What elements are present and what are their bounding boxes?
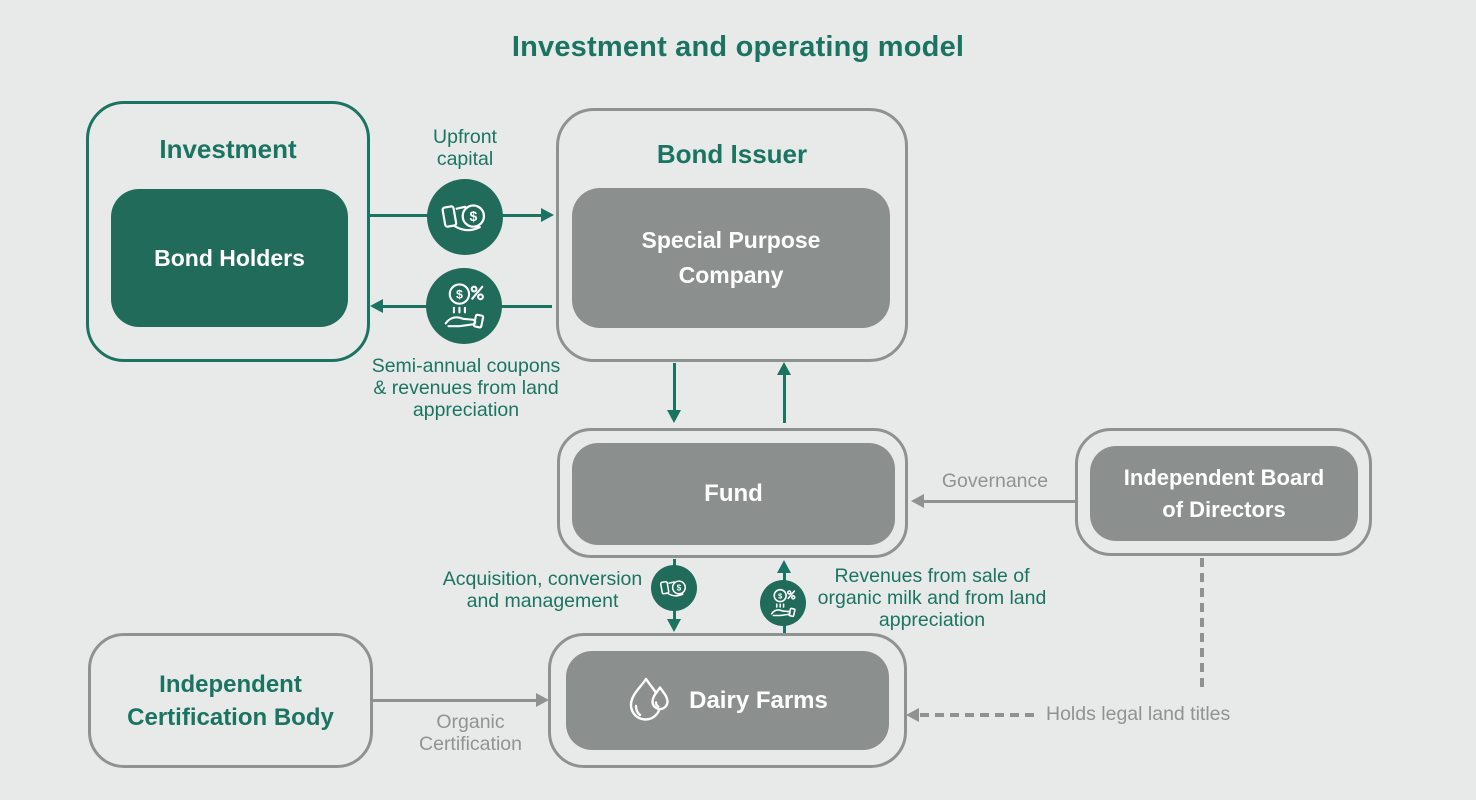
special-purpose-company-node: Special Purpose Company: [572, 188, 890, 328]
board-node: Independent Board of Directors: [1090, 446, 1358, 541]
upfront-capital-arrowhead: [541, 208, 554, 222]
organic-certification-arrow-line: [373, 699, 536, 702]
certification-body-box: Independent Certification Body: [88, 633, 373, 768]
investment-group-box: Investment Bond Holders: [86, 101, 370, 362]
certification-body-label: Independent Certification Body: [127, 670, 334, 731]
governance-label: Governance: [941, 470, 1049, 492]
board-label: Independent Board of Directors: [1123, 464, 1325, 522]
dairy-farms-node: Dairy Farms: [566, 651, 889, 750]
milk-drop-icon: [627, 676, 673, 726]
semi-annual-label: Semi-annual coupons & revenues from land…: [371, 355, 561, 421]
hand-giving-money-icon: $: [427, 179, 503, 255]
svg-text:$: $: [778, 591, 783, 600]
organic-certification-label: Organic Certification: [419, 711, 522, 755]
land-titles-arrowhead: [906, 708, 919, 722]
bond-issuer-group-title: Bond Issuer: [656, 139, 808, 169]
spc-to-fund-arrowhead: [667, 410, 681, 423]
bond-holders-node: Bond Holders: [111, 189, 348, 327]
revenues-label: Revenues from sale of organic milk and f…: [817, 565, 1047, 631]
fund-to-spc-arrowhead: [777, 362, 791, 375]
acquisition-label: Acquisition, conversion and management: [442, 568, 643, 612]
upfront-capital-label: Upfront capital: [433, 126, 497, 170]
fund-to-spc-arrow-line: [783, 374, 786, 423]
semi-annual-arrowhead: [370, 299, 383, 313]
hand-giving-money-icon: $: [651, 565, 697, 611]
coin-percent-hand-icon: $: [426, 268, 502, 344]
fund-node: Fund: [572, 443, 895, 545]
board-group-box: Independent Board of Directors: [1075, 428, 1372, 556]
governance-arrowhead: [911, 494, 924, 508]
svg-text:$: $: [456, 288, 463, 302]
organic-certification-arrowhead: [536, 693, 549, 707]
land-titles-dashed-vline: [1200, 558, 1204, 690]
dairy-group-box: Dairy Farms: [548, 633, 907, 768]
spc-to-fund-arrow-line: [673, 363, 676, 411]
bond-issuer-group-box: Bond Issuer Special Purpose Company: [556, 108, 908, 362]
investment-group-title: Investment: [159, 134, 297, 164]
land-titles-label: Holds legal land titles: [1046, 703, 1231, 725]
special-purpose-company-label: Special Purpose Company: [641, 227, 821, 288]
dairy-to-fund-arrowhead: [777, 560, 791, 573]
dairy-farms-label: Dairy Farms: [689, 686, 828, 714]
land-titles-dashed-hline: [920, 713, 1038, 717]
fund-to-dairy-arrowhead: [667, 619, 681, 632]
svg-text:$: $: [677, 583, 682, 592]
governance-arrow-line: [924, 500, 1075, 503]
fund-group-box: Fund: [557, 428, 908, 558]
page-title: Investment and operating model: [511, 31, 965, 63]
coin-percent-hand-icon: $: [760, 580, 806, 626]
svg-text:$: $: [469, 208, 477, 224]
